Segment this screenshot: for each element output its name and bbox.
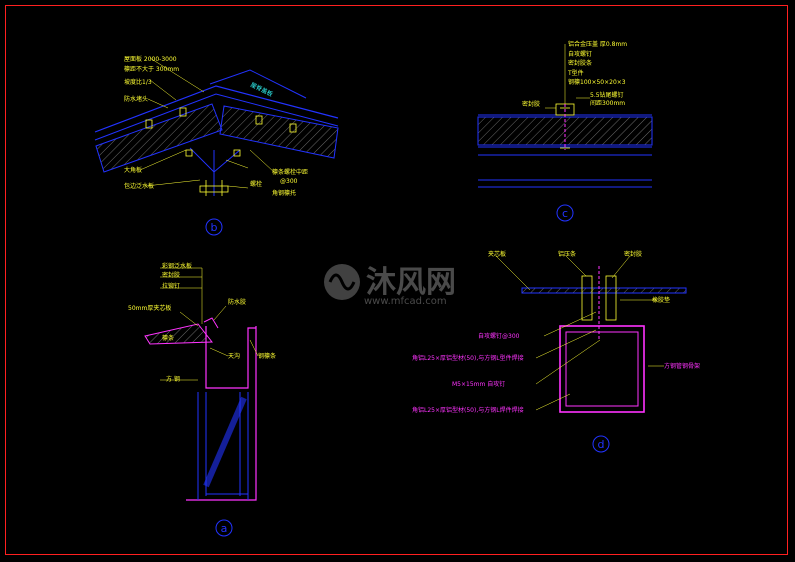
label-d-8: 角铝L25×厚铝型材(50),与方钢L焊件焊接: [412, 406, 524, 414]
purlin-left: [145, 119, 153, 129]
purlin-right: [255, 115, 263, 125]
detail-c-leaders: [545, 44, 590, 109]
label-a-3: 拉铆钉: [162, 282, 180, 290]
detail-b: 屋面板 2000-3000 檩距不大于 300mm 坡度比1/3 防水堵头 屋脊…: [94, 55, 339, 236]
detail-b-marker: [205, 218, 223, 236]
label-a-9: 方 钢: [166, 375, 180, 383]
label-c-5: 钢檩100×50×20×3: [568, 78, 626, 86]
purlin-right-2: [289, 123, 297, 133]
label-c-8: 密封胶: [522, 100, 540, 108]
label-c-4: T型件: [567, 69, 584, 77]
label-purlin-spacing: 檩距不大于 300mm: [124, 65, 179, 73]
detail-b-leaders: [139, 57, 275, 189]
label-slope: 坡度比1/3: [124, 78, 152, 86]
skylight-panel: [521, 287, 687, 294]
label-angle-support: 角钢檩托: [272, 189, 296, 197]
detail-d-letter: d: [598, 438, 605, 451]
label-roof-panel: 屋面板 2000-3000: [124, 55, 177, 63]
purlin-left-2: [179, 107, 187, 117]
roof-outline: [94, 85, 339, 133]
roof-inner-line: [94, 93, 339, 141]
label-flashing: 包边泛水板: [124, 182, 154, 190]
detail-a: 彩钢泛水板 密封胶 拉铆钉 50mm厚夹芯板 防水胶 天沟 钢檩条 檩条 方 钢…: [128, 262, 276, 537]
label-d-9: 方钢管钢骨架: [664, 362, 700, 370]
label-d-5: 自攻螺钉@300: [478, 332, 520, 340]
detail-a-leaders: [160, 267, 259, 381]
label-a-2: 密封胶: [162, 271, 180, 279]
label-d-7: M5×15mm 自攻钉: [452, 380, 505, 388]
label-c-7: 间距300mm: [590, 99, 625, 107]
drawing-frame: [5, 5, 788, 555]
gutter-panel: [144, 323, 213, 345]
label-a-7: 钢檩条: [258, 352, 276, 360]
watermark: 沐风网 www.mfcad.com: [324, 264, 456, 307]
detail-a-letter: a: [221, 522, 228, 535]
steel-tube: [559, 325, 645, 413]
label-seal: 防水堵头: [124, 95, 148, 103]
label-a-4: 50mm厚夹芯板: [128, 304, 171, 312]
label-a-8: 檩条: [162, 334, 174, 342]
label-bolt: 螺栓: [250, 180, 262, 188]
label-a-5: 防水胶: [228, 298, 246, 306]
ridge-plate: [189, 147, 241, 173]
gutter-outer: [186, 326, 257, 501]
label-d-2: 铝压条: [558, 250, 576, 258]
detail-a-marker: [215, 519, 233, 537]
ridge-base: [199, 185, 229, 193]
gutter-brace: [203, 396, 247, 488]
right-roof-panel: [219, 105, 339, 159]
label-purlin-spacing-value: @300: [280, 178, 298, 185]
detail-d: 夹芯板 铝压条 密封胶 橡胶垫 自攻螺钉@300 角铝L25×厚铝型材(50),…: [412, 250, 700, 453]
detail-d-marker: [592, 435, 610, 453]
label-c-6: 5.5钻尾螺钉: [590, 91, 624, 99]
ridge-cap: [209, 69, 307, 99]
detail-c-marker: [556, 204, 574, 222]
detail-c: 铝合金压盖 厚0.8mm 自攻螺钉 密封胶条 T型件 钢檩100×50×20×3…: [477, 40, 653, 222]
gutter-channel: [205, 326, 256, 389]
label-d-4: 橡胶垫: [652, 296, 670, 304]
watermark-url: www.mfcad.com: [364, 296, 447, 307]
label-c-1: 铝合金压盖 厚0.8mm: [568, 40, 627, 48]
watermark-brand: 沐风网: [366, 265, 456, 300]
detail-c-letter: c: [562, 207, 568, 220]
label-purlin-bolt-spacing: 檩条螺栓中距: [272, 168, 308, 176]
detail-b-letter: b: [211, 221, 218, 234]
label-a-1: 彩钢泛水板: [162, 262, 192, 270]
frame-clip-left: [581, 275, 593, 321]
label-d-3: 密封胶: [624, 250, 642, 258]
detail-d-leaders: [495, 255, 664, 411]
label-ridge: 大角板: [124, 166, 142, 174]
label-c-3: 密封胶条: [568, 59, 592, 67]
label-d-6: 角铝L25×厚铝型材(50),与方钢L型件焊接: [412, 354, 524, 362]
label-c-2: 自攻螺钉: [568, 50, 592, 58]
label-d-1: 夹芯板: [488, 250, 506, 258]
gutter-flashing: [203, 317, 219, 329]
frame-clip-right: [605, 275, 617, 321]
label-a-6: 天沟: [228, 352, 240, 360]
